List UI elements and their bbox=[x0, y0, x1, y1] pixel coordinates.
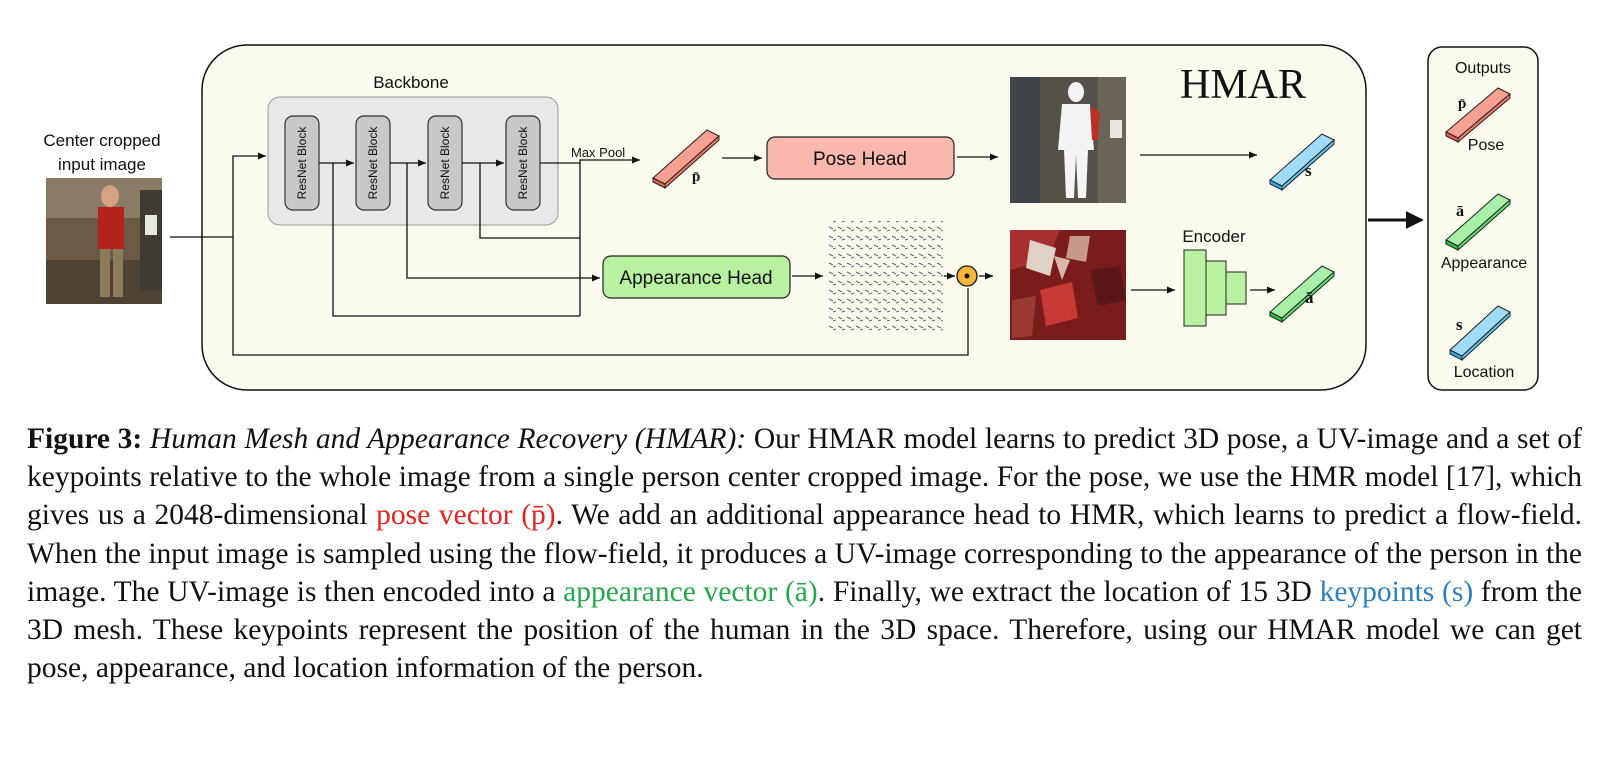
pose-vector-symbol: p̄ bbox=[692, 169, 700, 185]
caption-title: Human Mesh and Appearance Recovery (HMAR… bbox=[149, 423, 747, 455]
caption-appearance-vector: appearance vector (ā) bbox=[563, 575, 818, 608]
svg-text:ResNet Block: ResNet Block bbox=[438, 126, 452, 200]
mesh-render-image bbox=[1010, 77, 1126, 203]
caption-text-3: . Finally, we extract the location of 15… bbox=[817, 575, 1312, 608]
resnet-block-2: ResNet Block bbox=[355, 115, 391, 211]
caption-text-1: Our HMAR model learns to predict 3D pose… bbox=[27, 423, 1583, 532]
connection-lines bbox=[170, 151, 1275, 356]
appearance-vector-bar bbox=[1269, 265, 1335, 324]
pose-vector-bar bbox=[652, 129, 720, 190]
output-pose-symbol: p̄ bbox=[1458, 96, 1466, 112]
backbone-box bbox=[267, 96, 559, 226]
svg-text:Appearance Head: Appearance Head bbox=[619, 268, 772, 289]
caption-label: Figure 3: bbox=[27, 423, 143, 455]
output-appearance-label: Appearance bbox=[1441, 255, 1527, 272]
svg-text:ResNet Block: ResNet Block bbox=[295, 126, 309, 200]
input-label-line1: Center cropped bbox=[43, 131, 160, 150]
hmar-title: HMAR bbox=[1180, 62, 1306, 108]
resnet-block-4: ResNet Block bbox=[505, 115, 541, 211]
output-appearance-bar bbox=[1445, 193, 1511, 252]
pose-head: Pose Head bbox=[766, 136, 955, 180]
hmar-architecture-diagram: HMAR Center cropped input image Backbone… bbox=[43, 44, 1539, 391]
output-pose-bar bbox=[1445, 87, 1511, 144]
caption-keypoints: keypoints (s) bbox=[1319, 575, 1474, 608]
appearance-head: Appearance Head bbox=[602, 255, 791, 299]
caption-text-2: . We add an additional appearance head t… bbox=[27, 499, 1583, 608]
caption-text-4: from the 3D mesh. These keypoints repres… bbox=[27, 575, 1582, 685]
caption-pose-vector: pose vector (p̄) bbox=[376, 499, 556, 532]
encoder-block bbox=[1183, 249, 1247, 327]
resnet-block-1: ResNet Block bbox=[284, 115, 320, 211]
resnet-block-3: ResNet Block bbox=[427, 115, 463, 211]
output-location-label: Location bbox=[1454, 364, 1515, 381]
outputs-title: Outputs bbox=[1455, 60, 1511, 77]
uv-image bbox=[1010, 230, 1126, 340]
figure-caption: Figure 3: Human Mesh and Appearance Reco… bbox=[27, 420, 1582, 687]
svg-text:Pose Head: Pose Head bbox=[813, 149, 907, 170]
svg-text:ResNet Block: ResNet Block bbox=[516, 126, 530, 200]
input-label-line2: input image bbox=[58, 155, 146, 174]
output-pose-label: Pose bbox=[1468, 137, 1505, 154]
location-vector-bar bbox=[1269, 133, 1335, 192]
output-location-symbol: s bbox=[1456, 315, 1463, 334]
encoder-label: Encoder bbox=[1182, 227, 1246, 246]
input-image bbox=[46, 178, 162, 304]
flow-field-image bbox=[827, 221, 943, 331]
sampling-operator bbox=[956, 265, 978, 287]
output-appearance-symbol: ā bbox=[1456, 203, 1464, 220]
output-location-bar bbox=[1449, 305, 1511, 362]
svg-text:ResNet Block: ResNet Block bbox=[366, 126, 380, 200]
maxpool-label: Max Pool bbox=[571, 145, 625, 160]
backbone-label: Backbone bbox=[373, 73, 449, 92]
location-vector-symbol: s bbox=[1305, 161, 1312, 180]
appearance-vector-symbol: ā bbox=[1305, 288, 1314, 307]
